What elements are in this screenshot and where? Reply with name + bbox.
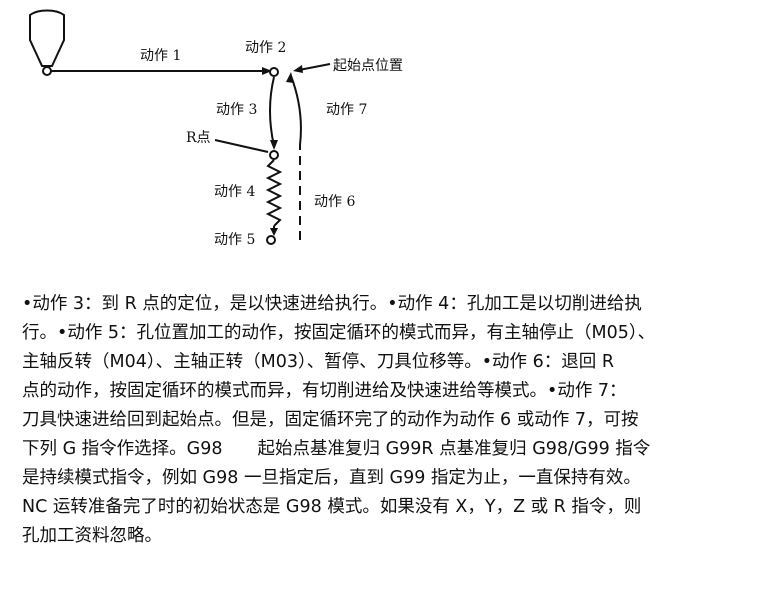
point5-marker [266, 235, 276, 245]
text-line: NC 运转准备完了时的初始状态是 G98 模式。如果没有 X，Y，Z 或 R 指… [22, 497, 642, 517]
action7-path [290, 75, 302, 146]
label-action2: 动作 2 [245, 40, 286, 56]
action3-arrowhead [270, 140, 278, 150]
label-action3: 动作 3 [216, 102, 257, 118]
action4-path [265, 159, 283, 227]
r-point-pointer [214, 139, 269, 153]
action7-arrowhead [286, 72, 294, 83]
label-action6: 动作 6 [314, 194, 355, 210]
drilling-cycle-diagram: 动作 1 动作 2 起始点位置 动作 3 动作 7 R点 动作 4 动作 6 动… [29, 9, 403, 248]
label-action1: 动作 1 [140, 48, 181, 64]
start-position-pointer [298, 63, 331, 71]
text-line: 刀具快速进给回到起始点。但是，固定循环完了的动作为动作 6 或动作 7，可按 [22, 410, 639, 430]
label-r-point: R点 [186, 130, 211, 146]
label-start-position: 起始点位置 [333, 58, 403, 74]
label-action7: 动作 7 [326, 102, 367, 118]
label-action4: 动作 4 [214, 184, 255, 200]
label-action5: 动作 5 [214, 232, 255, 248]
text-line: 是持续模式指令，例如 G98 一旦指定后，直到 G99 指定为止，一直保持有效。 [22, 468, 641, 488]
text-line: 点的动作，按固定循环的模式而异，有切削进给及快速进给等模式。•动作 7： [22, 381, 627, 401]
body-text: •动作 3：到 R 点的定位，是以快速进给执行。•动作 4：孔加工是以切削进给执… [22, 290, 752, 551]
action1-arrowhead [262, 67, 272, 75]
text-line: 下列 G 指令作选择。G98 起始点基准复归 G99R 点基准复归 G98/G9… [22, 439, 651, 459]
text-line: 行。•动作 5：孔位置加工的动作，按固定循环的模式而异，有主轴停止（M05）、 [22, 323, 656, 343]
action3-path [269, 76, 275, 147]
drill-tool-icon [29, 9, 65, 76]
text-line: •动作 3：到 R 点的定位，是以快速进给执行。•动作 4：孔加工是以切削进给执 [22, 294, 642, 314]
action4-arrowhead [270, 228, 278, 236]
text-line: 孔加工资料忽略。 [22, 526, 162, 546]
r-point-marker [269, 150, 279, 160]
text-line: 主轴反转（M04）、主轴正转（M03）、暂停、刀具位移等。•动作 6：退回 R [22, 352, 614, 372]
point2-marker [269, 67, 279, 77]
